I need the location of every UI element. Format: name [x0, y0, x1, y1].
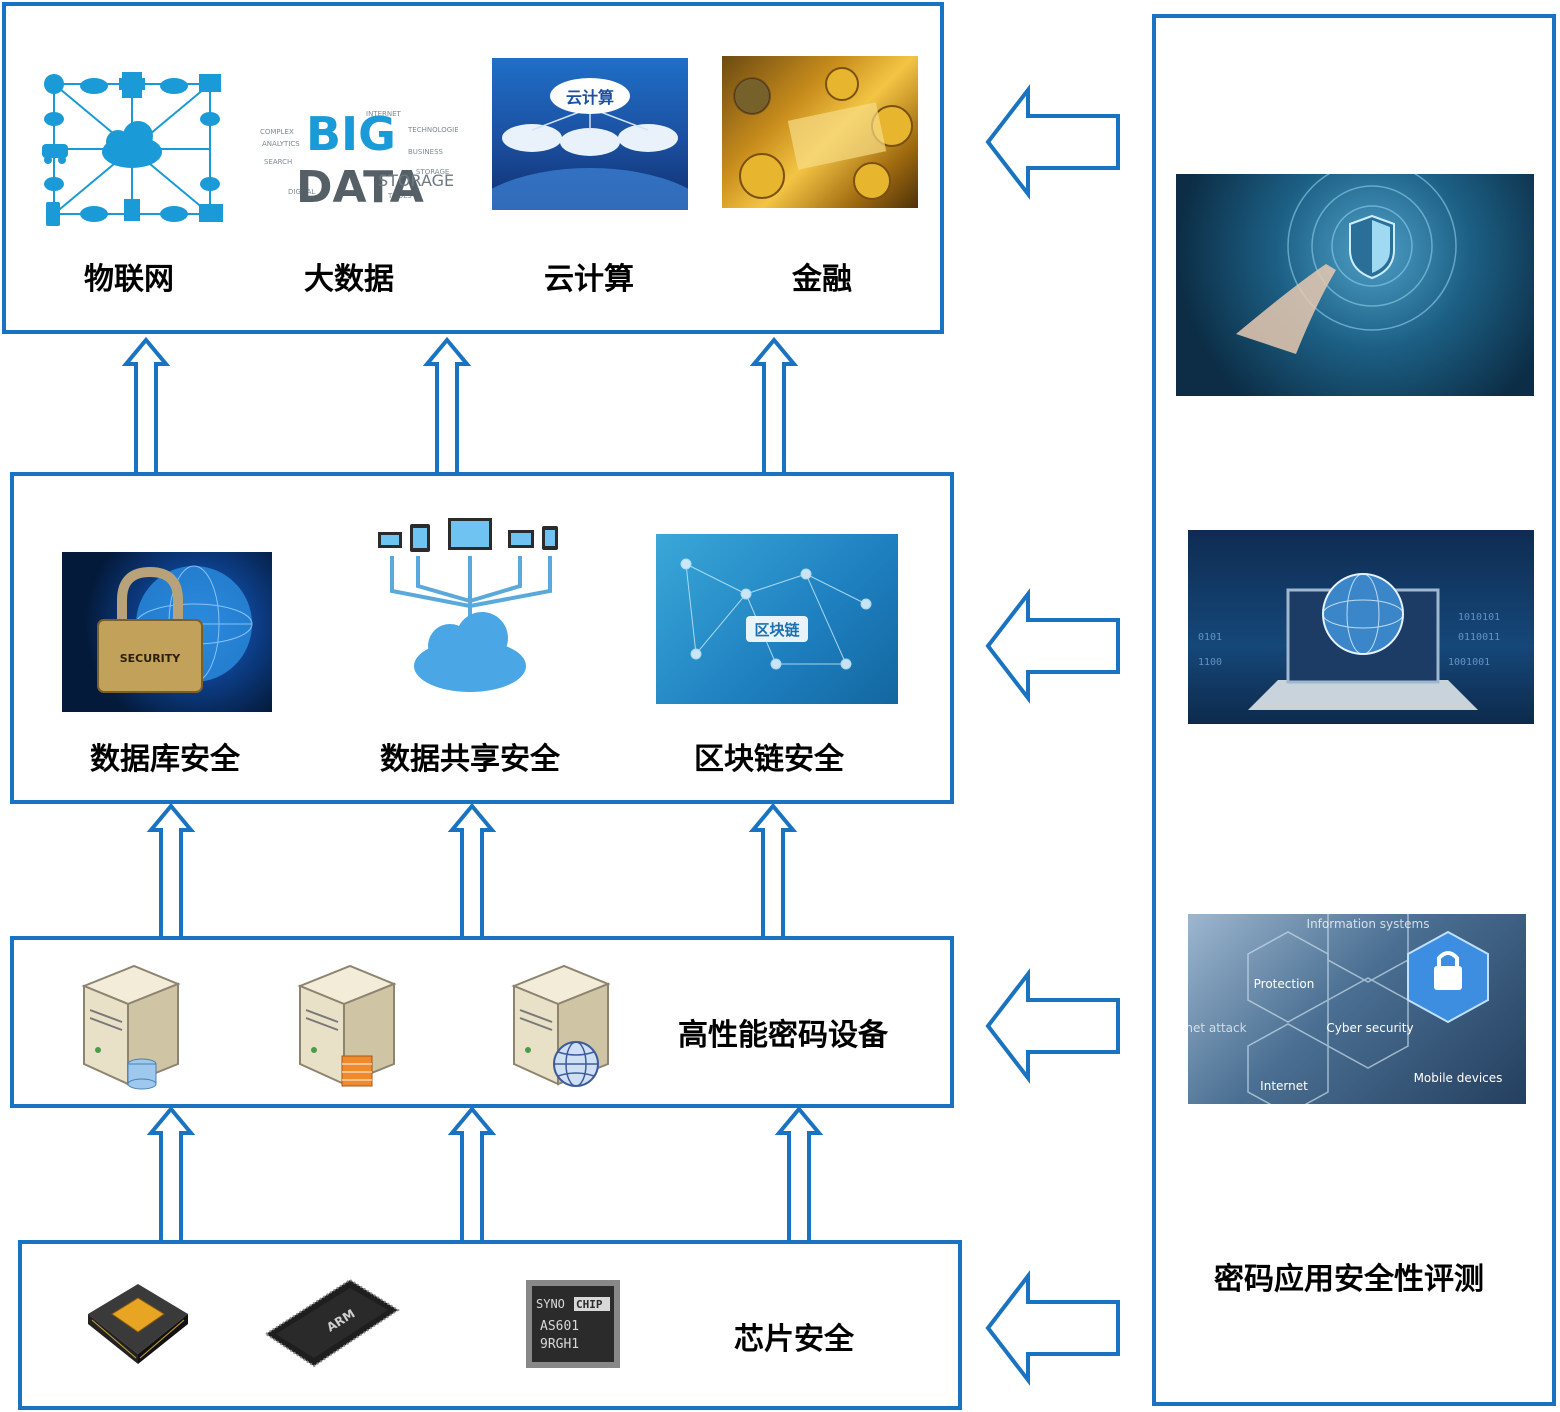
blockchain-network-image: 区块链: [656, 534, 898, 704]
data-text: DATA: [296, 162, 424, 213]
finance-coins-image: [722, 56, 918, 208]
evaluation-panel-box: 1010101 0110011 1001001 0101 1100 Informati…: [1152, 14, 1556, 1406]
synochip-brand-text: SYNO: [536, 1297, 565, 1311]
server-database-icon: [78, 960, 188, 1090]
hex-text-protection: Protection: [1254, 977, 1315, 991]
big-data-word-cloud-image: COMPLEX ANALYTICS TECHNOLOGIES INTERNET BUS…: [258, 94, 458, 214]
data-label-data-sharing-security: 数据共享安全: [380, 742, 560, 777]
svg-text:TOOLS: TOOLS: [387, 192, 412, 200]
svg-text:0110011: 0110011: [1458, 632, 1500, 643]
svg-text:1100: 1100: [1198, 657, 1222, 668]
hexagon-lock-image: Information systems Protection Cyber sec…: [1188, 914, 1526, 1104]
synochip-line2: 9RGH1: [540, 1337, 579, 1352]
arm-chip-icon: ARM: [260, 1274, 404, 1374]
left-arrows: [986, 88, 1120, 1382]
left-arrow: [986, 592, 1120, 700]
svg-text:STORAGE: STORAGE: [416, 168, 449, 176]
hex-text-internet-attack: Internet attack: [1188, 1021, 1247, 1035]
security-lock-globe-image: SECURITY: [62, 552, 272, 712]
server-firewall-icon: [294, 960, 404, 1090]
data-security-layer-box: SECURITY 数据库安全 数据共享安全: [10, 472, 954, 804]
cloud-computing-image: 云计算: [492, 58, 688, 210]
shield-touch-image: [1176, 174, 1534, 396]
app-label-big-data: 大数据: [304, 262, 394, 297]
server-globe-icon: [508, 960, 618, 1090]
devices-label: 高性能密码设备: [678, 1018, 888, 1053]
evaluation-label: 密码应用安全性评测: [1214, 1262, 1484, 1297]
cloud-image-text: 云计算: [566, 88, 614, 107]
chip-security-layer-box: ARM SYNO CHIP AS601 9RGH1 芯片安全: [18, 1240, 962, 1410]
svg-text:STORAGE: STORAGE: [378, 171, 454, 190]
blockchain-image-text: 区块链: [754, 621, 800, 639]
app-label-finance: 金融: [792, 262, 852, 297]
cpu-chip-icon: [78, 1274, 198, 1374]
laptop-globe-image: 1010101 0110011 1001001 0101 1100: [1188, 530, 1534, 724]
svg-text:INTERNET: INTERNET: [366, 110, 402, 118]
data-label-database-security: 数据库安全: [90, 742, 240, 777]
svg-text:BUSINESS: BUSINESS: [408, 148, 444, 156]
hex-text-information: Information systems: [1307, 917, 1430, 931]
crypto-device-layer-box: 高性能密码设备: [10, 936, 954, 1108]
big-text: BIG: [306, 107, 396, 161]
hex-text-mobile-devices: Mobile devices: [1414, 1071, 1503, 1085]
data-label-blockchain-security: 区块链安全: [694, 742, 844, 777]
synochip-line1: AS601: [540, 1319, 579, 1334]
left-arrow: [986, 1274, 1120, 1382]
svg-text:ANALYTICS: ANALYTICS: [262, 140, 300, 148]
svg-text:TECHNOLOGIES: TECHNOLOGIES: [407, 126, 458, 134]
iot-network-icon: [34, 64, 230, 232]
hex-text-cyber-security: Cyber security: [1326, 1021, 1413, 1035]
chips-label: 芯片安全: [734, 1322, 854, 1357]
svg-text:DIGITAL: DIGITAL: [288, 188, 315, 196]
svg-text:0101: 0101: [1198, 632, 1222, 643]
app-label-cloud: 云计算: [544, 262, 634, 297]
left-arrow: [986, 972, 1120, 1080]
left-arrow: [986, 88, 1120, 196]
svg-text:1010101: 1010101: [1458, 612, 1500, 623]
synochip-chip-icon: SYNO CHIP AS601 9RGH1: [518, 1272, 628, 1376]
app-label-iot: 物联网: [84, 262, 174, 297]
hex-text-internet: Internet: [1260, 1079, 1308, 1093]
svg-text:SEARCH: SEARCH: [264, 158, 292, 166]
application-layer-box: 物联网 COMPLEX ANALYTICS TECHNOLOGIES INTERNE…: [2, 2, 944, 334]
svg-text:COMPLEX: COMPLEX: [260, 128, 294, 136]
svg-text:1001001: 1001001: [1448, 657, 1490, 668]
devices-cloud-sharing-icon: [370, 516, 570, 716]
security-image-text: SECURITY: [120, 652, 182, 665]
synochip-brand-highlight: CHIP: [576, 1298, 603, 1311]
